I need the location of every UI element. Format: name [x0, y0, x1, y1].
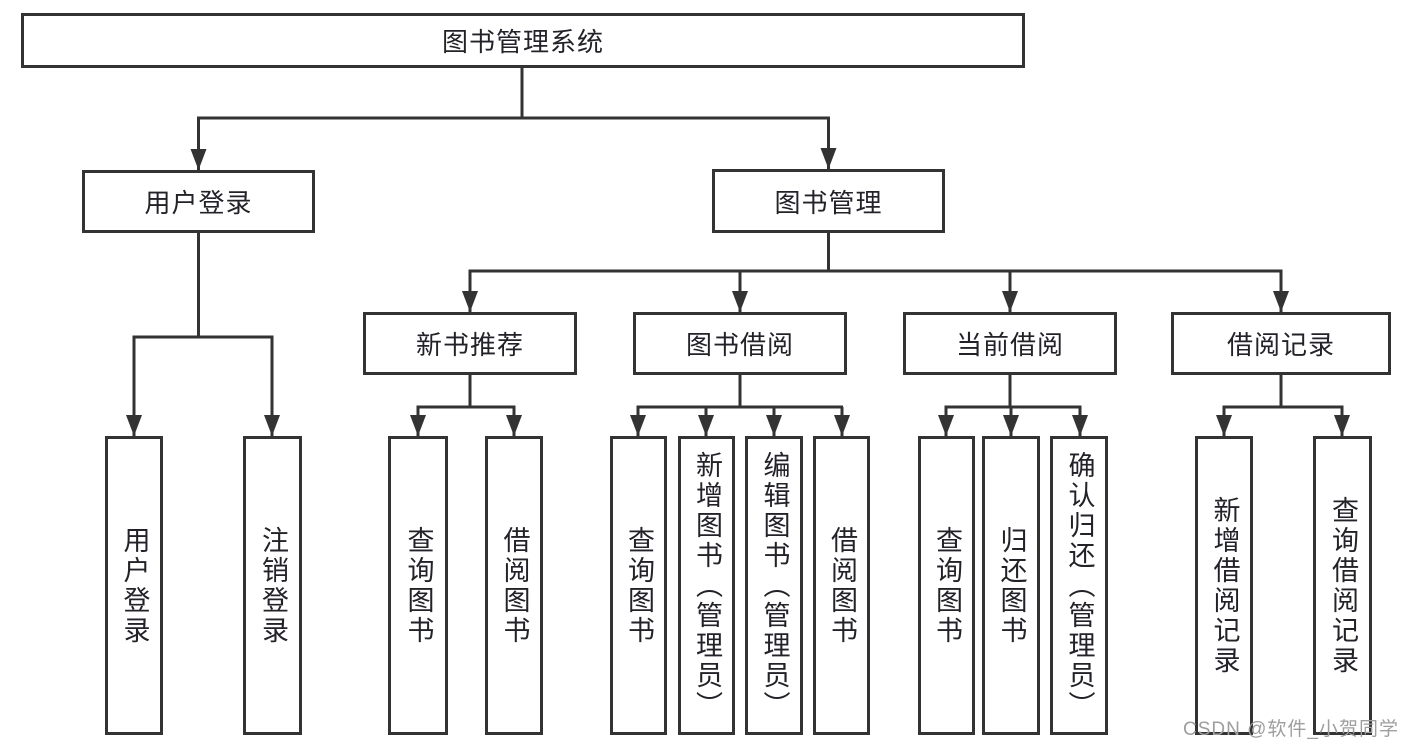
node-new-book-recommend: 新书推荐: [363, 312, 577, 375]
node-leaf-query-books-recommend: 查询图书: [388, 436, 448, 735]
node-leaf-add-borrow-record-label: 新增借阅记录: [1209, 495, 1240, 676]
node-leaf-query-books-current: 查询图书: [918, 436, 975, 735]
node-leaf-borrow-books-recommend: 借阅图书: [485, 436, 543, 735]
node-user-login: 用户登录: [82, 170, 315, 233]
node-leaf-return-book-label: 归还图书: [996, 525, 1027, 646]
node-leaf-edit-book-admin: 编辑图书（管理员）: [745, 436, 803, 735]
node-leaf-borrow-books: 借阅图书: [813, 436, 870, 735]
node-leaf-confirm-return-admin-label: 确认归还（管理员）: [1064, 450, 1095, 721]
node-leaf-borrow-books-recommend-label: 借阅图书: [499, 525, 530, 646]
node-current-borrow: 当前借阅: [903, 312, 1117, 375]
node-leaf-query-borrow-record-label: 查询借阅记录: [1328, 495, 1358, 676]
node-leaf-query-books-borrow-label: 查询图书: [624, 525, 654, 646]
node-leaf-return-book: 归还图书: [982, 436, 1040, 735]
node-borrow-records: 借阅记录: [1171, 312, 1391, 375]
node-leaf-borrow-books-label: 借阅图书: [827, 525, 857, 646]
watermark: CSDN @软件_小贺同学: [1183, 719, 1399, 740]
node-leaf-confirm-return-admin: 确认归还（管理员）: [1050, 436, 1108, 735]
node-leaf-user-login: 用户登录: [105, 436, 163, 735]
node-book-management: 图书管理: [712, 169, 945, 233]
node-leaf-logout: 注销登录: [243, 436, 302, 735]
node-book-borrow: 图书借阅: [633, 312, 847, 375]
node-leaf-edit-book-admin-label: 编辑图书（管理员）: [759, 450, 790, 721]
node-leaf-add-book-admin: 新增图书（管理员）: [678, 436, 735, 735]
node-leaf-user-login-label: 用户登录: [119, 525, 150, 646]
node-leaf-add-borrow-record: 新增借阅记录: [1195, 436, 1253, 735]
node-leaf-logout-label: 注销登录: [258, 525, 288, 646]
node-library-management-system: 图书管理系统: [21, 13, 1025, 68]
node-leaf-query-books-current-label: 查询图书: [932, 525, 962, 646]
node-leaf-query-books-borrow: 查询图书: [610, 436, 667, 735]
node-leaf-query-books-recommend-label: 查询图书: [403, 525, 434, 646]
node-leaf-add-book-admin-label: 新增图书（管理员）: [692, 450, 722, 721]
node-leaf-query-borrow-record: 查询借阅记录: [1313, 436, 1372, 735]
